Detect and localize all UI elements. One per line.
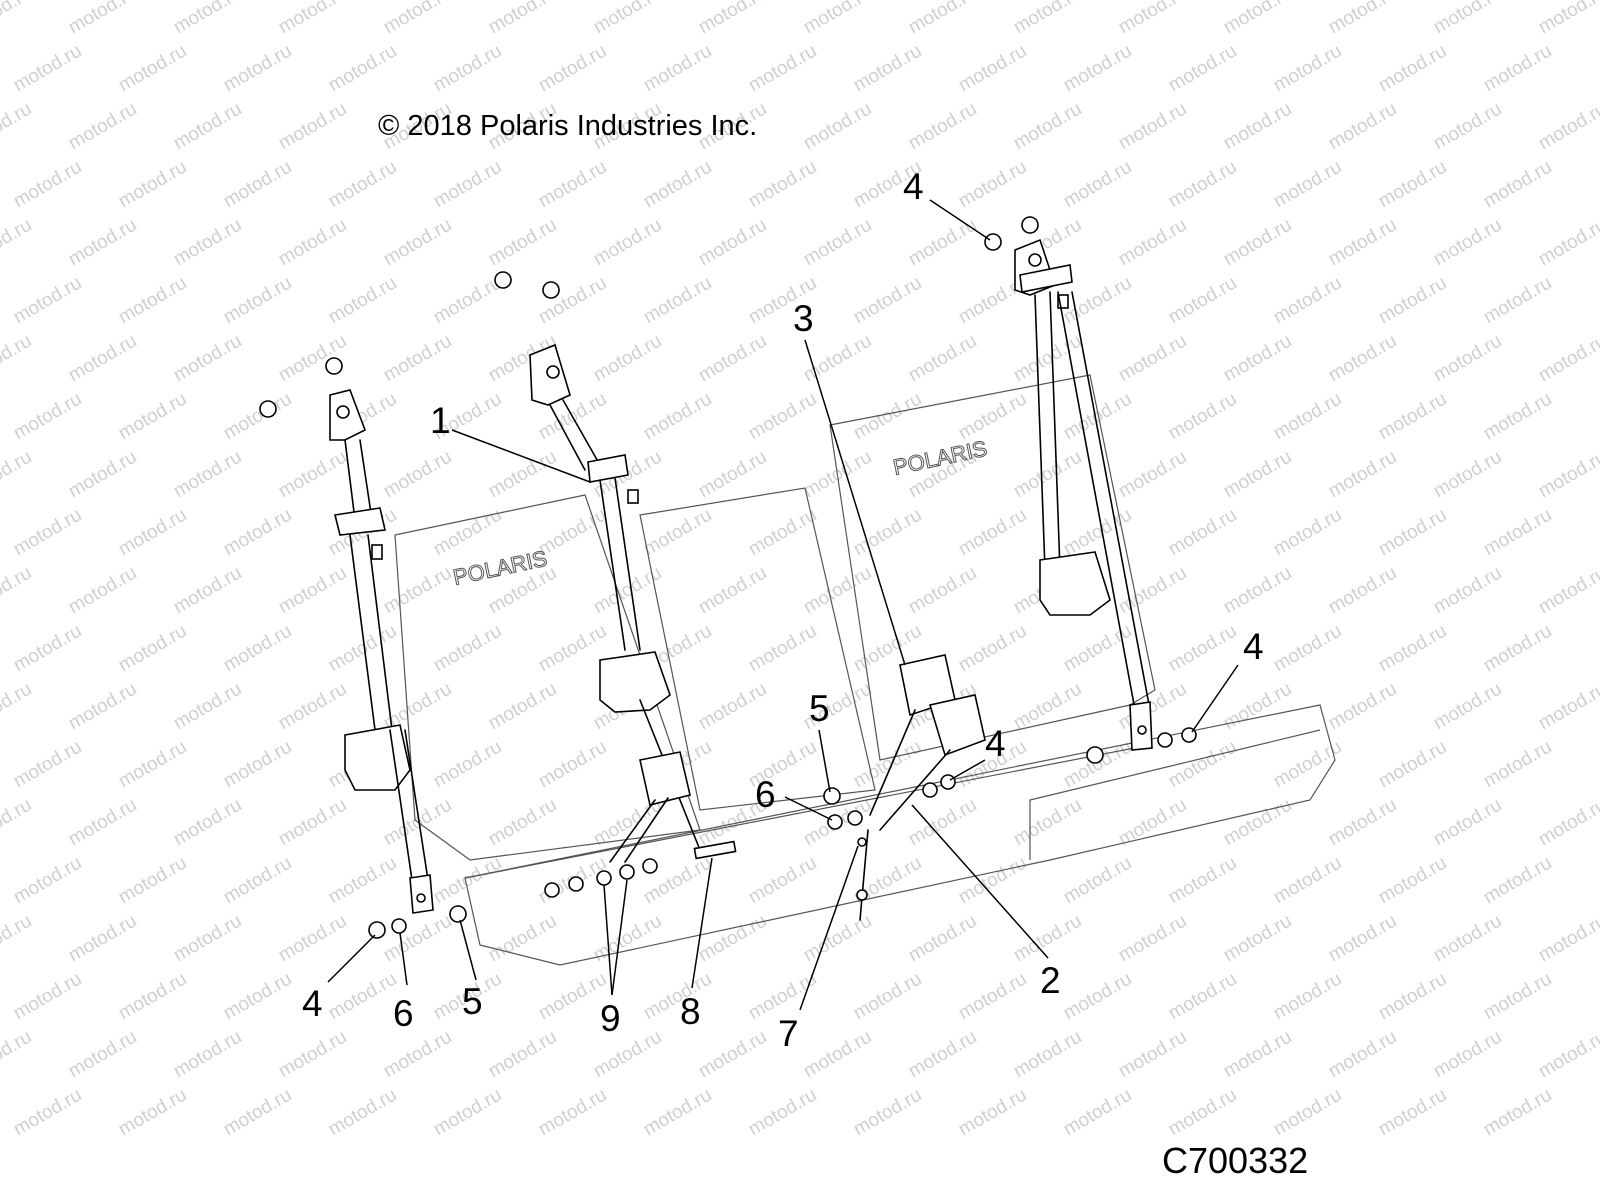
seat-logo-left: POLARIS xyxy=(451,546,549,590)
callout-4-right: 4 xyxy=(1243,626,1264,667)
callout-6-center: 6 xyxy=(755,774,776,815)
callout-5-left: 5 xyxy=(462,981,483,1022)
callout-5-center: 5 xyxy=(809,688,830,729)
callout-8: 8 xyxy=(680,991,701,1032)
callout-4-left: 4 xyxy=(302,983,323,1024)
callout-4-center: 4 xyxy=(985,723,1006,764)
seat-base xyxy=(464,704,1336,966)
callout-2: 2 xyxy=(1040,960,1061,1001)
callout-4-top: 4 xyxy=(903,166,924,207)
center-seat-belt xyxy=(494,271,701,863)
right-seat-belt xyxy=(984,216,1197,764)
copyright-notice: © 2018 Polaris Industries Inc. xyxy=(378,110,758,142)
left-seat-belt xyxy=(259,357,434,914)
callout-1: 1 xyxy=(430,400,451,441)
callout-3: 3 xyxy=(793,298,814,339)
callout-9: 9 xyxy=(600,998,621,1039)
callout-7: 7 xyxy=(778,1013,799,1054)
callout-leaders xyxy=(327,199,1239,1011)
buckle-assemblies xyxy=(368,654,986,939)
seat-logo-right: POLARIS xyxy=(891,436,989,480)
callout-6-left: 6 xyxy=(393,993,414,1034)
diagram-code: C700332 xyxy=(1162,1140,1309,1181)
